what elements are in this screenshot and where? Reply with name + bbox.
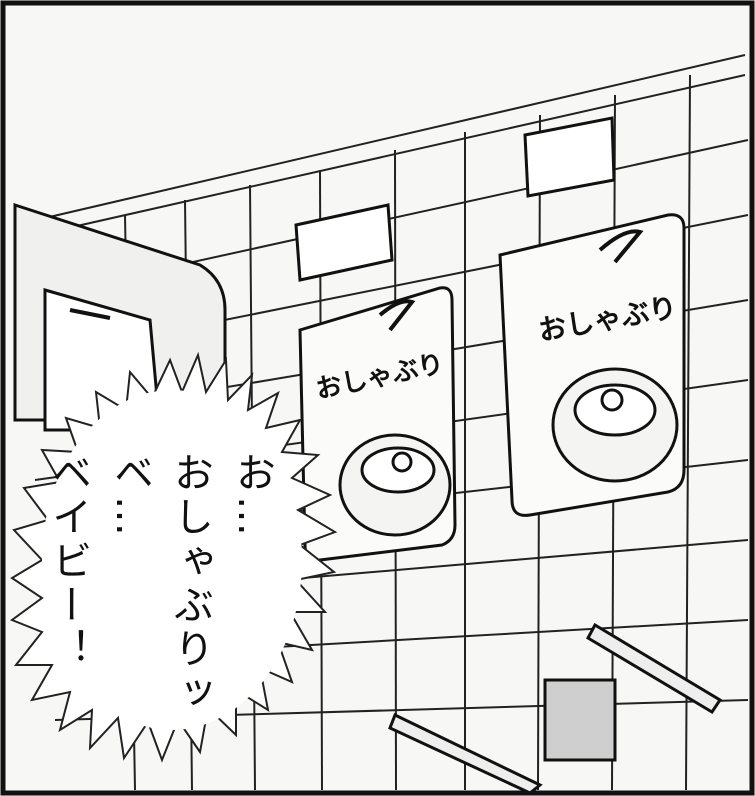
wall-plaques: [294, 116, 616, 282]
urinal-left: [298, 286, 457, 562]
floor-pipes: [388, 622, 723, 795]
speech-line-3: ベ…: [107, 452, 153, 540]
speech-line-2: おしゃぶりッ: [167, 452, 213, 716]
urinal-right: [498, 213, 686, 517]
speech-bubble: [9, 351, 338, 763]
speech-line-4: ベイビー！: [45, 452, 91, 672]
speech-line-1: お…: [229, 452, 275, 540]
